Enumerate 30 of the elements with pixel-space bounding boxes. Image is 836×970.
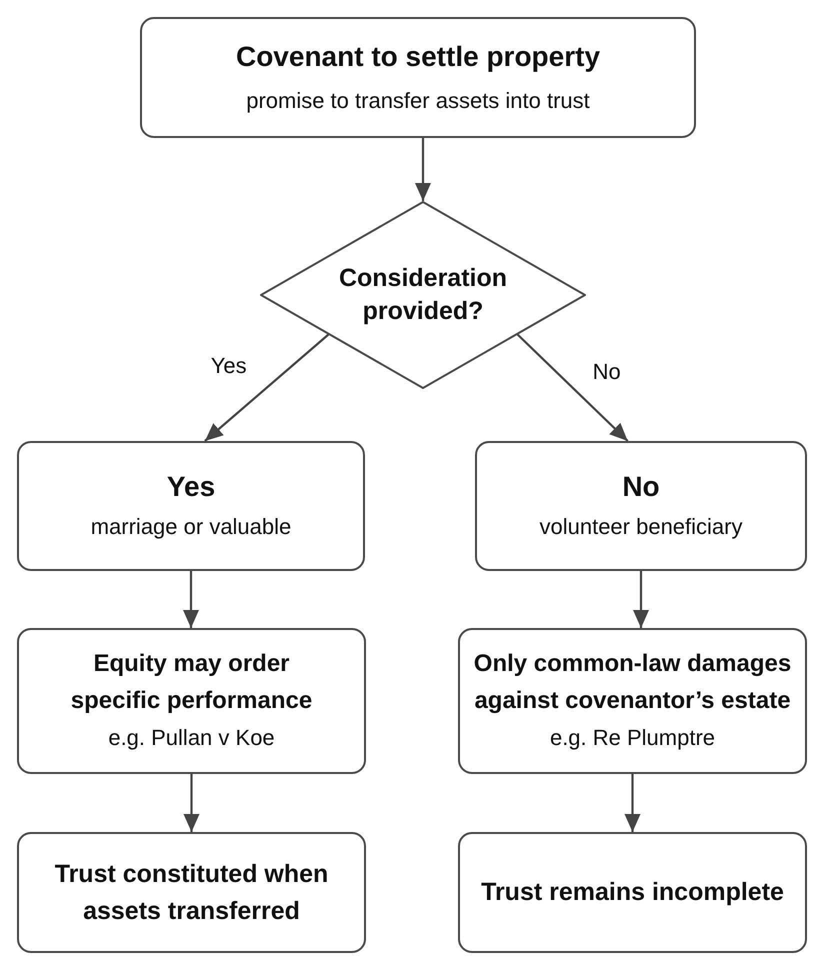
decision-question: Consideration provided? — [338, 263, 508, 327]
arrow — [184, 774, 200, 832]
process-box — [17, 441, 365, 571]
arrow — [183, 571, 199, 628]
step-title: No — [622, 470, 660, 504]
step-title: Yes — [166, 470, 216, 504]
step-title: Trust remains incomplete — [481, 877, 784, 908]
arrow — [624, 774, 640, 832]
arrow — [516, 334, 628, 442]
step-title: Covenant to settle property — [236, 40, 600, 74]
step-detail: e.g. Pullan v Koe — [108, 724, 275, 752]
step-title: Only common-law damages against covenantor’s estate — [472, 649, 792, 716]
arrow — [204, 334, 330, 442]
step-title: Equity may order specific performance — [70, 649, 314, 716]
edge-label: Yes — [210, 352, 247, 380]
arrow — [633, 571, 649, 628]
edge-label: No — [592, 358, 621, 386]
process-box — [17, 832, 366, 953]
step-detail: volunteer beneficiary — [539, 513, 742, 541]
step-detail: e.g. Re Plumptre — [550, 724, 716, 752]
process-box — [475, 441, 807, 571]
step-detail: promise to transfer assets into trust — [246, 86, 590, 115]
decision-diamond — [260, 201, 586, 389]
process-box — [458, 832, 807, 953]
process-box — [458, 628, 807, 774]
arrow — [415, 138, 431, 201]
process-box — [17, 628, 366, 774]
process-box — [140, 17, 696, 138]
step-detail: marriage or valuable — [90, 513, 292, 541]
step-title: Trust constituted when assets transferred — [54, 858, 330, 926]
